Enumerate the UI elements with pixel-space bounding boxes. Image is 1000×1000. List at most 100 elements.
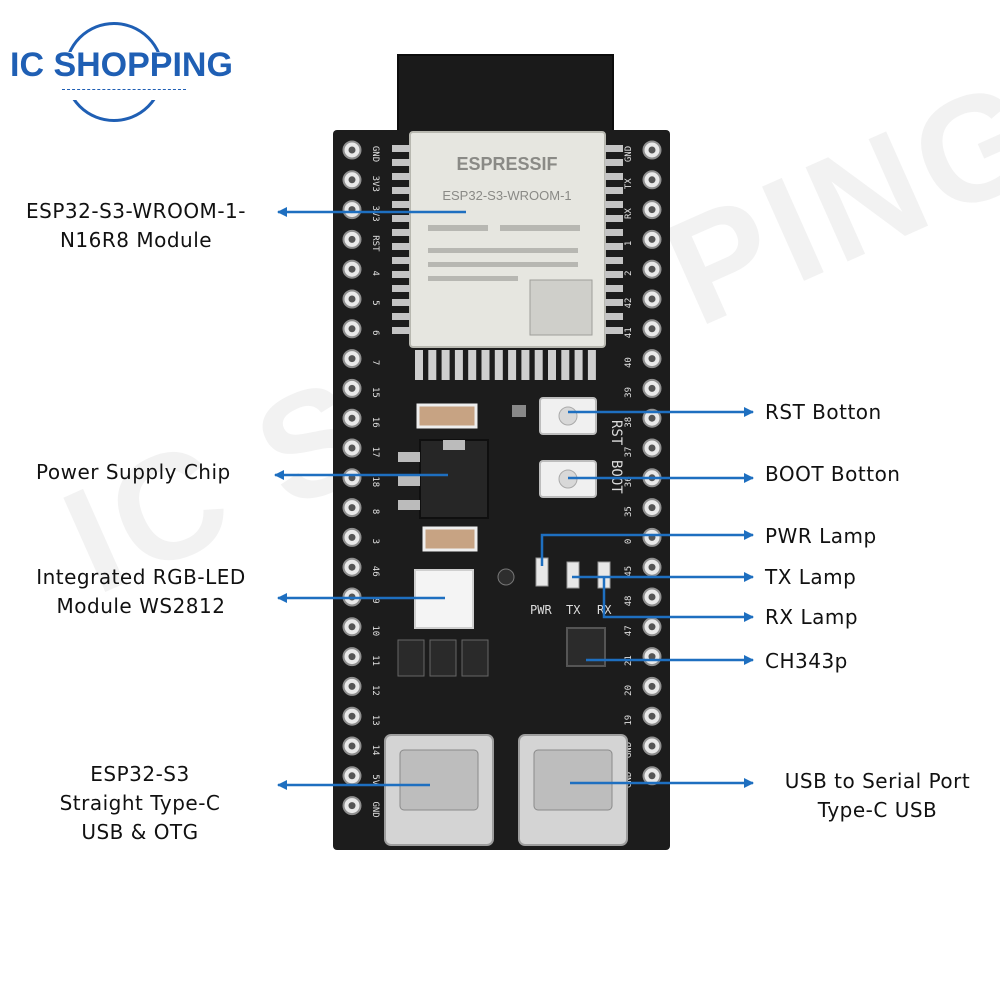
label-boot: BOOT Botton (765, 462, 901, 486)
right-pin-holes (642, 140, 662, 786)
module-side-pad (605, 327, 623, 334)
module-side-pad (392, 243, 410, 250)
label-rgb-line1: Integrated RGB-LED (36, 565, 246, 589)
right-pin-hole-center (648, 355, 656, 363)
module-side-pad (392, 145, 410, 152)
label-usb-serial-line2: Type-C USB (817, 798, 938, 822)
right-pin-label: 2 (624, 270, 634, 275)
left-pin-label: 11 (370, 655, 380, 666)
right-pin-hole-center (648, 504, 656, 512)
module-pad (415, 350, 423, 380)
right-pin-label: 48 (624, 596, 634, 607)
arrow-rx (602, 577, 754, 622)
module-side-pad (605, 313, 623, 320)
module-side-pad (392, 257, 410, 264)
rst-button-cap (558, 406, 578, 426)
smd-part (461, 639, 489, 677)
left-pin-label: 5 (370, 300, 380, 305)
right-pin-label: 40 (624, 357, 634, 368)
right-pin-label: 19 (624, 715, 634, 726)
module-pad (521, 350, 530, 380)
right-pin-label: 45 (624, 566, 634, 577)
smd-capacitor-2 (422, 526, 478, 552)
label-module-line1: ESP32-S3-WROOM-1- (26, 199, 246, 223)
left-pin-label: 18 (370, 476, 380, 487)
right-pin-hole-center (648, 772, 656, 780)
label-ch343: CH343p (765, 649, 848, 673)
left-pin-hole-center (348, 444, 356, 452)
left-pin-holes (342, 140, 362, 816)
power-chip-tab (443, 440, 465, 450)
right-pin-labels: GNDTXRX1242414039383736350454847212019GN… (624, 146, 634, 788)
label-otg-line3: USB & OTG (81, 820, 199, 844)
right-pin-hole-center (648, 146, 656, 154)
left-pin-label: GND (370, 801, 380, 817)
callout-arrows (274, 207, 754, 790)
right-pin-hole-center (648, 623, 656, 631)
logo-underline (62, 89, 186, 90)
left-pin-hole-center (348, 772, 356, 780)
right-pin-label: 39 (624, 387, 634, 398)
brand-name: IC SHOPPING (10, 46, 233, 84)
left-pin-hole-center (348, 653, 356, 661)
label-otg-line1: ESP32-S3 (90, 762, 190, 786)
right-pin-hole-center (648, 414, 656, 422)
power-chip-leg (398, 476, 420, 486)
left-pin-label: 5V (370, 774, 380, 785)
smd-capacitor (416, 403, 478, 429)
label-usb-serial: USB to Serial Port Type-C USB (760, 767, 995, 825)
left-pin-hole-center (348, 533, 356, 541)
left-pin-hole-center (348, 802, 356, 810)
left-pin-label: GND (370, 146, 380, 162)
module-side-pad (392, 187, 410, 194)
right-pin-hole-center (648, 176, 656, 184)
left-pin-label: 13 (370, 715, 380, 726)
left-pin-label: 3 (370, 539, 380, 544)
right-pin-label: 41 (624, 327, 634, 338)
right-pin-label: TX (624, 178, 634, 189)
module-side-pad (392, 271, 410, 278)
smd-resistor (512, 405, 526, 417)
label-module-line2: N16R8 Module (59, 228, 213, 252)
module-side-pad (605, 173, 623, 180)
module-side-pad (605, 145, 623, 152)
module-pads (392, 145, 623, 380)
label-rgb-line2: Module WS2812 (56, 594, 226, 618)
left-pin-label: 6 (370, 330, 380, 335)
label-power-chip: Power Supply Chip (36, 460, 231, 484)
left-pin-label: 46 (370, 566, 380, 577)
right-pin-hole-center (648, 235, 656, 243)
label-rst: RST Botton (765, 400, 882, 424)
right-pin-hole-center (648, 712, 656, 720)
module-side-pad (605, 285, 623, 292)
module-side-pad (392, 299, 410, 306)
right-pin-hole-center (648, 742, 656, 750)
left-pin-hole-center (348, 325, 356, 333)
left-pin-hole-center (348, 176, 356, 184)
module-side-pad (392, 215, 410, 222)
right-pin-label: 1 (624, 241, 634, 246)
left-pin-hole-center (348, 623, 356, 631)
module-side-pad (605, 215, 623, 222)
module-pad (534, 350, 543, 380)
label-module: ESP32-S3-WROOM-1- N16R8 Module (0, 197, 272, 255)
module-qr-code (529, 279, 593, 336)
left-pin-label: 16 (370, 417, 380, 428)
right-pin-hole-center (648, 682, 656, 690)
left-pin-label: 4 (370, 270, 380, 275)
silk-rst: RST (608, 420, 624, 446)
left-pin-label: 8 (370, 509, 380, 514)
label-rx: RX Lamp (765, 605, 859, 629)
right-pin-label: 47 (624, 625, 634, 636)
left-pin-label: 15 (370, 387, 380, 398)
module-side-pad (605, 201, 623, 208)
left-pin-labels: GND3V33V3RST4567151617188346910111213145… (370, 146, 380, 818)
module-pad (548, 350, 556, 380)
left-pin-hole-center (348, 504, 356, 512)
left-pin-hole-center (348, 712, 356, 720)
left-pin-label: 14 (370, 745, 380, 756)
left-pin-hole-center (348, 414, 356, 422)
left-pin-label: 12 (370, 685, 380, 696)
